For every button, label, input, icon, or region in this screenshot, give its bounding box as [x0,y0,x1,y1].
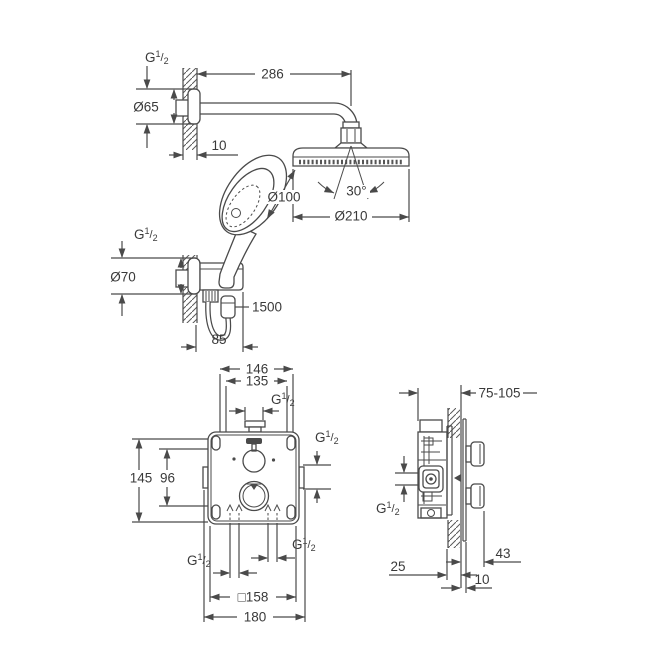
top-port-lip [244,420,266,428]
corner-slot-tr [286,435,296,451]
corner-slot-bl [211,504,221,520]
body-top-block [419,419,443,433]
dimension-wall-min-depth: 25 [389,549,477,580]
dimension-g12-port-left: G1/2 [187,523,257,578]
knob-base-top [465,445,472,463]
dimension-installation-depth: 75-105 [399,386,537,421]
dimension-g12-side-port: G1/2 [303,429,339,503]
dimension-g12-top-port: G1/2 [229,391,295,420]
body-foot [420,507,442,519]
front-view [202,420,305,525]
dim-85: 85 [211,332,226,347]
dim-145: 145 [130,471,153,486]
dimension-arm-escutcheon: Ø65 [133,89,178,124]
dimension-g12-back-port: G1/2 [376,456,419,517]
knob-base-bottom [465,487,472,505]
thread-label-side-port: G1/2 [315,429,339,446]
dim-10-wall: 10 [211,138,226,153]
dimension-width-inner: 135 [225,374,288,432]
wall-section-side-bottom [448,520,460,548]
cartridge-index-mark [250,484,258,490]
dimension-knob-projection: 43 [446,511,521,567]
dim-oe70: Ø70 [110,270,136,285]
hand-shower-spray-face [225,184,261,228]
dimension-arm-length: 286 [197,67,352,106]
dimension-plate-outer: 180 [203,490,306,625]
dimension-wall-thickness-top: 10 [169,138,238,160]
dimension-port-spacing: 96 [159,448,208,507]
dimension-plate-square: □158 [209,526,297,605]
dimension-g12-holder: G1/2 [111,226,196,316]
arm-escutcheon [187,88,201,125]
top-port-stub [248,426,262,433]
thread-label-holder: G1/2 [134,226,158,243]
dimension-g12-arm: G1/2 [136,49,196,148]
dim-1500: 1500 [252,300,282,315]
side-view [417,385,485,588]
head-shower [292,121,410,167]
dim-30deg: 30° [346,184,366,199]
wall-depth-marker [454,474,461,482]
side-tab-left [202,466,209,489]
rough-in-box [207,431,300,525]
handle-knob-bottom [470,483,485,509]
corner-slot-br [286,504,296,520]
thread-label-arm: G1/2 [145,49,169,66]
shower-hose-loop [205,295,236,341]
dimension-trim-clearance: 10 [441,542,492,593]
dim-146: 146 [246,362,269,377]
thread-label-port-left: G1/2 [187,552,211,569]
shower-arm [187,88,358,127]
dim-25: 25 [390,559,405,574]
connection-nut [340,127,362,144]
thermostat-cartridge-port [238,480,270,512]
hose-end-fitting [220,295,236,319]
dimension-height: 145 [130,438,208,523]
dimension-spray-angle: 30° [317,145,385,200]
bottom-port-marks [226,503,281,521]
stop-valve-cap [246,438,262,444]
dimension-holder-escutcheon: Ø70 [110,258,185,294]
dim-286: 286 [261,67,284,82]
stop-valve-port [242,449,266,473]
stop-valve-stem [251,443,257,452]
dim-135: 135 [246,374,269,389]
dim-oe100: Ø100 [267,190,300,205]
dim-96: 96 [160,471,175,486]
thread-label-top-port: G1/2 [271,391,295,408]
swivel-collar [342,121,360,129]
thread-label-back-port: G1/2 [376,500,400,517]
side-tab-right [298,466,305,489]
holder-escutcheon [187,257,201,295]
hand-shower-handle [218,225,257,289]
wall-section-side-top [448,408,460,438]
handle-knob-top [470,441,485,467]
dimension-holder-projection: 85 [181,292,258,352]
arm-supply-elbow [175,99,190,117]
dim-180: 180 [244,610,267,625]
dimension-hose-length: 1500 [235,300,282,315]
dim-43: 43 [495,546,510,561]
dimension-hand-shower-diameter: Ø100 [264,168,303,221]
dim-oe210: Ø210 [334,209,367,224]
hose-union-nut [202,289,219,303]
dim-75-105: 75-105 [478,386,520,401]
holder-supply-elbow [175,269,190,288]
dimension-width-outer: 146 [219,362,294,432]
dim-158: □158 [238,590,269,605]
dim-10-trim: 10 [474,572,489,587]
dimension-head-diameter: Ø210 [292,169,410,224]
corner-slot-tl [211,435,221,451]
dimension-g12-port-right: G1/2 [251,523,316,562]
dim-oe65: Ø65 [133,100,159,115]
